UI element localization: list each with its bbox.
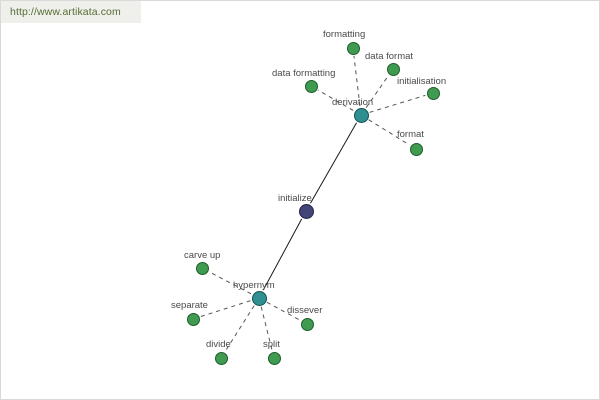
graph-node-divide[interactable] [214,351,228,365]
url-text: http://www.artikata.com [10,6,121,18]
node-label-data_formatting: data formatting [272,68,336,79]
graph-node-formatting[interactable] [346,41,360,55]
graph-node-separate[interactable] [186,312,200,326]
graph-edge [317,89,354,111]
node-label-split: split [263,339,280,350]
url-bar: http://www.artikata.com [1,1,141,23]
node-label-hypernym: hypernym [233,280,275,291]
graph-edge [310,122,357,204]
node-label-separate: separate [171,300,208,311]
graph-edge [369,94,426,113]
graph-node-initialize[interactable] [298,203,314,219]
graph-node-carve_up[interactable] [195,261,209,275]
graph-node-data_formatting[interactable] [304,79,318,93]
node-label-data_format: data format [365,51,414,62]
node-label-initialisation: initialisation [397,76,447,87]
node-label-initialize: initialize [278,193,312,204]
graph-node-data_format[interactable] [386,62,400,76]
graph-node-split[interactable] [267,351,281,365]
node-label-dissever: dissever [287,305,323,316]
graph-node-format[interactable] [409,142,423,156]
graph-edge [365,75,389,108]
graph-edge [262,218,303,291]
graph-node-hypernym[interactable] [251,290,267,306]
node-label-derivation: derivation [332,97,374,108]
graph-edge [266,301,301,321]
graph-edge [224,305,255,352]
graph-edge [353,55,361,107]
graph-node-derivation[interactable] [353,107,369,123]
edge-group [200,55,426,352]
node-label-formatting: formatting [323,29,366,40]
graph-edge [200,300,251,318]
node-label-carve_up: carve up [184,250,221,261]
graph-node-dissever[interactable] [300,317,314,331]
node-label-format: format [397,129,424,140]
graph-node-initialisation[interactable] [426,86,440,100]
node-label-divide: divide [206,339,231,350]
